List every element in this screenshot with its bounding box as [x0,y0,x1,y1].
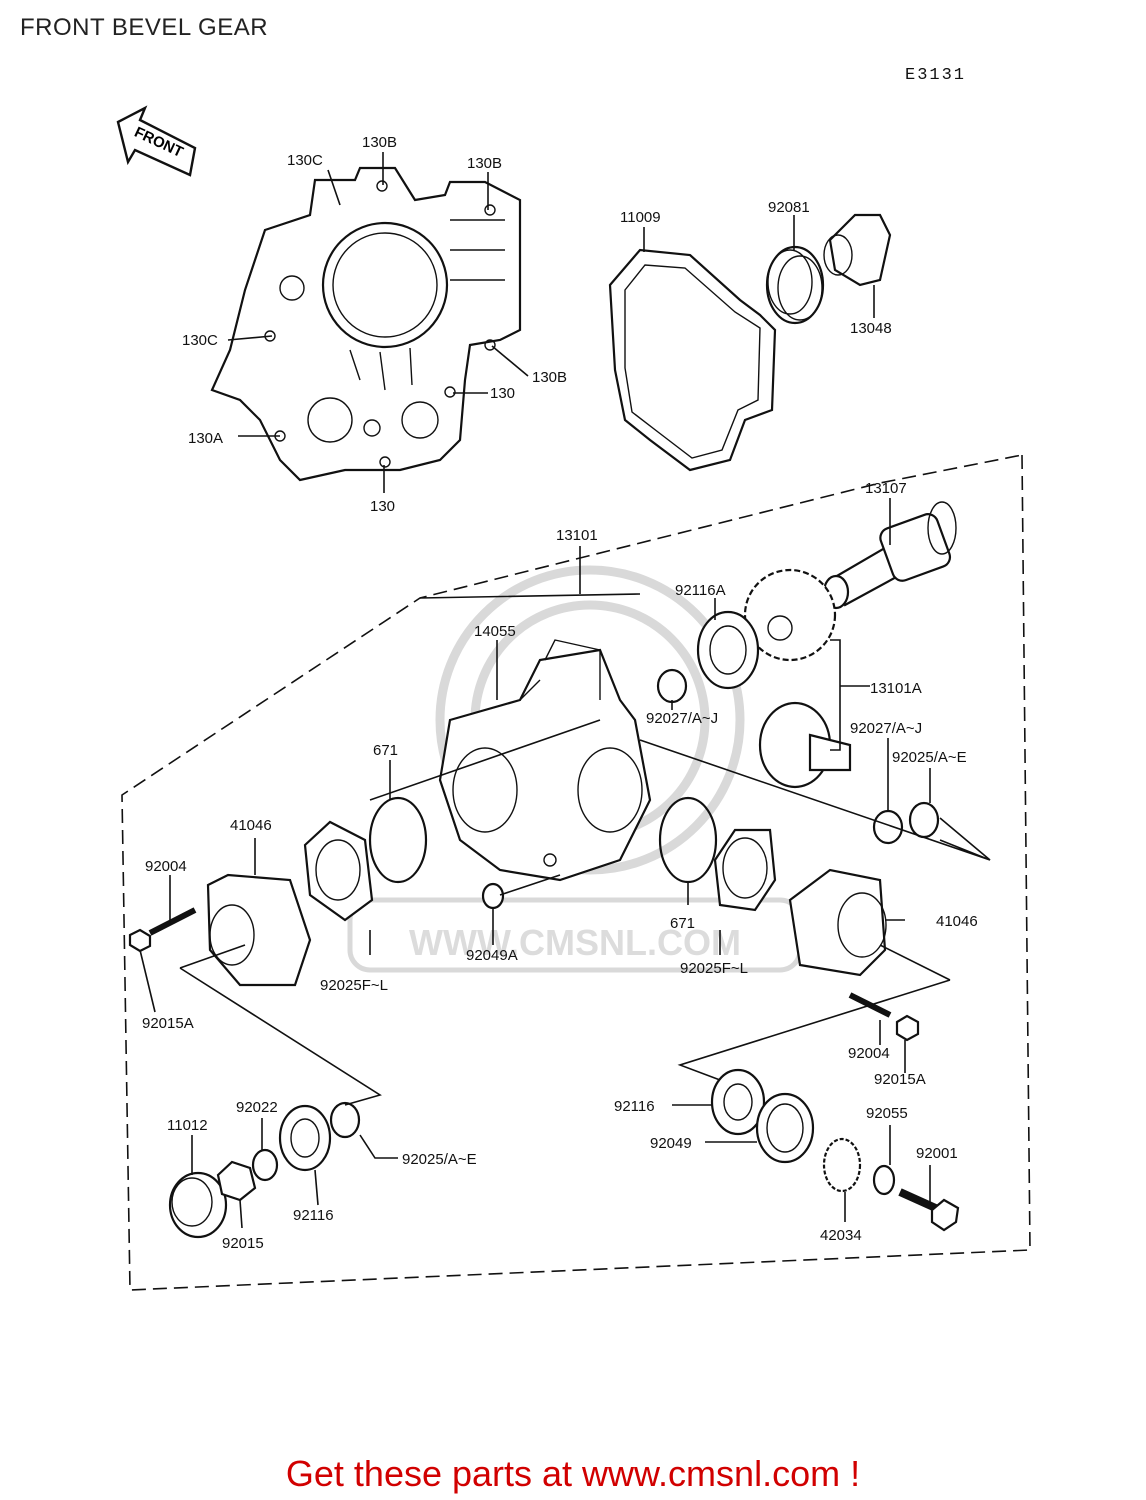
crankcase-cover [210,166,522,482]
bearing-housing-41046-left [206,873,312,987]
label-92004-right: 92004 [848,1045,890,1062]
seal-92049a [481,882,505,910]
label-130-bottom: 130 [370,498,395,515]
label-130c-top: 130C [287,152,323,169]
assembly-outline [121,454,1031,1291]
label-92055: 92055 [866,1105,908,1122]
front-arrow: FRONT [116,105,197,177]
label-13101a: 13101A [870,680,922,697]
label-42034: 42034 [820,1227,862,1244]
label-92027-right: 92027/A~J [850,720,922,737]
label-92025-ae-top: 92025/A~E [892,749,967,766]
leader-lines [139,152,991,1229]
washer-92055 [872,1164,896,1196]
label-130b-right-top: 130B [467,155,502,172]
label-671-right: 671 [670,915,695,932]
gasket-11009 [608,248,777,472]
label-130c-left: 130C [182,332,218,349]
label-41046-right: 41046 [936,913,978,930]
label-671-left: 671 [373,742,398,759]
nut-92015a-left [128,928,152,953]
bearing-92116-left [278,1104,332,1172]
page-title: FRONT BEVEL GEAR [20,14,269,41]
label-92015a-left: 92015A [142,1015,194,1032]
label-92025fl-right: 92025F~L [680,960,748,977]
gear-13101a [743,568,852,789]
watermark-text: WWW.CMSNL.COM [409,922,741,963]
label-92025-ae-bottom: 92025/A~E [402,1151,477,1168]
label-13107: 13107 [865,480,907,497]
label-13101: 13101 [556,527,598,544]
label-130-right: 130 [490,385,515,402]
label-92001: 92001 [916,1145,958,1162]
collar-92027-left [656,668,688,704]
gear-42034 [822,1137,862,1193]
label-14055: 14055 [474,623,516,640]
label-92022: 92022 [236,1099,278,1116]
housing-14055 [438,639,652,882]
cam-13048 [823,213,892,287]
label-130a: 130A [188,430,223,447]
washer-92022 [251,1148,279,1182]
label-130b-top: 130B [362,134,397,151]
shim-92025-bottom [329,1101,361,1139]
cap-11012 [168,1171,228,1239]
label-92004-left: 92004 [145,858,187,875]
label-130b-right: 130B [532,369,567,386]
spring-92081 [765,245,825,325]
label-13048: 13048 [850,320,892,337]
bearing-92116a [696,610,760,690]
shaft-13107 [822,501,957,610]
shim-92025fl-left [303,820,374,922]
label-92081: 92081 [768,199,810,216]
oring-671-left [368,796,428,884]
stud-92004-left [148,907,197,936]
parts-diagram: WWW.CMSNL.COM FRONT [116,105,1031,1291]
label-92025fl-left: 92025F~L [320,977,388,994]
label-92116a: 92116A [675,582,726,599]
label-92015: 92015 [222,1235,264,1252]
label-92015a-right: 92015A [874,1071,926,1088]
oring-671-right [658,796,718,884]
shim-92025-top [908,801,940,839]
nut-92015 [216,1160,257,1202]
bearing-92116-right [710,1068,766,1136]
bolt-92001 [898,1188,960,1232]
label-41046-left: 41046 [230,817,272,834]
diagram-code: E3131 [905,66,967,85]
seal-92049 [755,1092,815,1164]
shim-92025fl-right [713,828,777,912]
label-11012: 11012 [167,1117,208,1134]
label-92049: 92049 [650,1135,692,1152]
label-92049a: 92049A [466,947,518,964]
part-labels: 130B 130C 130B 130C 130B 130 130A 130 11… [142,134,978,1252]
label-92116-left: 92116 [293,1207,334,1224]
footer-link[interactable]: Get these parts at www.cmsnl.com ! [285,1453,861,1494]
label-11009: 11009 [620,209,661,226]
label-92116-right: 92116 [614,1098,655,1115]
label-92027-left: 92027/A~J [646,710,718,727]
bearing-housing-41046-right [788,868,887,977]
collar-92027-right [872,809,904,845]
nut-92015a-right [895,1014,920,1042]
